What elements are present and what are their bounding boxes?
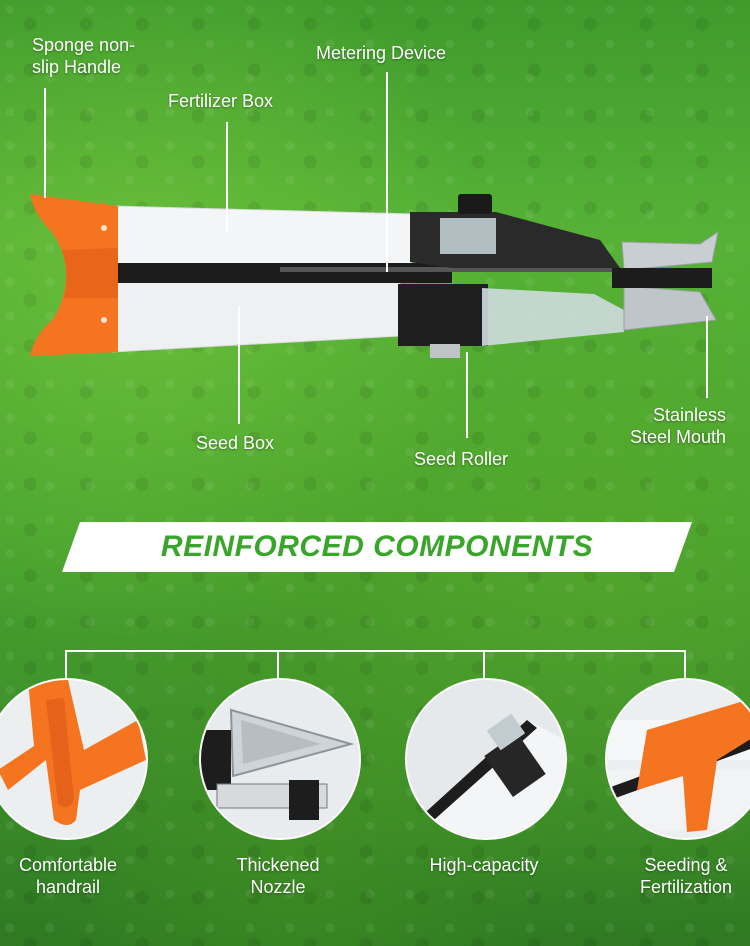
metering-window (440, 218, 496, 254)
caption-handrail-line1: Comfortable (18, 855, 118, 875)
stainless-steel-mouth-lower (623, 285, 717, 331)
label-metering-device: Metering Device (316, 43, 447, 63)
label-stainless-mouth: Stainless Steel Mouth (620, 404, 726, 448)
banner-shape (62, 522, 692, 572)
seed-roller-housing (398, 284, 488, 346)
caption-capacity-line1: High-capacity (429, 855, 539, 875)
connector-drop-3 (483, 650, 485, 684)
caption-handrail-text: Comfortable handrail (6, 854, 130, 898)
capacity-closeup (407, 680, 565, 838)
leader-line-fertilizer (226, 122, 228, 232)
banner-title: REINFORCED COMPONENTS (160, 530, 594, 563)
label-seed-box: Seed Box (196, 433, 275, 453)
nozzle-closeup (201, 680, 359, 838)
mouth-frame (612, 268, 712, 288)
seed-box (111, 281, 401, 353)
seed-roller-base (430, 344, 460, 358)
caption-nozzle: Thickened Nozzle (216, 854, 340, 898)
seeding-closeup (607, 680, 750, 838)
connector-drop-2 (277, 650, 279, 684)
label-sponge-handle-line1: Sponge non- (32, 35, 136, 55)
caption-capacity: High-capacity (418, 854, 550, 876)
leader-line-mouth (706, 316, 708, 398)
fertilizer-box (111, 205, 413, 265)
caption-nozzle-line1: Thickened (236, 855, 320, 875)
seed-roller-cover (482, 288, 624, 346)
linkage-rod (280, 267, 620, 272)
stainless-steel-mouth-upper (621, 230, 719, 271)
label-seed-roller: Seed Roller (414, 449, 509, 469)
leader-line-metering (386, 72, 388, 272)
caption-seeding-line1: Seeding & (644, 855, 728, 875)
label-sponge-handle: Sponge non- slip Handle (32, 34, 135, 78)
caption-nozzle-line2: Nozzle (250, 877, 306, 897)
label-sponge-handle-line2: slip Handle (32, 57, 122, 77)
label-stainless-mouth-line1: Stainless (652, 405, 726, 425)
leader-line-seed-box (238, 306, 240, 424)
connector-drop-4 (684, 650, 686, 684)
caption-handrail-line2: handrail (35, 877, 101, 897)
orange-handle-grip (62, 248, 118, 298)
seeder-machine-drawing (30, 194, 719, 358)
handrail-closeup (0, 680, 146, 838)
connector-drop-1 (65, 650, 67, 684)
component-image-handrail (0, 678, 148, 840)
frame-bar (112, 263, 452, 283)
connector-line (65, 650, 685, 652)
component-image-nozzle (199, 678, 361, 840)
metering-knob (458, 194, 492, 214)
component-image-capacity (405, 678, 567, 840)
leader-line-seed-roller (466, 352, 468, 438)
caption-seeding-line2: Fertilization (639, 877, 733, 897)
leader-line-handle (44, 88, 46, 198)
component-image-seeding (605, 678, 750, 840)
seeder-machine-illustration (0, 0, 750, 400)
caption-seeding: Seeding & Fertilization (624, 854, 748, 898)
label-fertilizer-box: Fertilizer Box (168, 91, 274, 111)
reinforced-components-banner: REINFORCED COMPONENTS (62, 522, 692, 572)
label-stainless-mouth-line2: Steel Mouth (629, 427, 726, 447)
